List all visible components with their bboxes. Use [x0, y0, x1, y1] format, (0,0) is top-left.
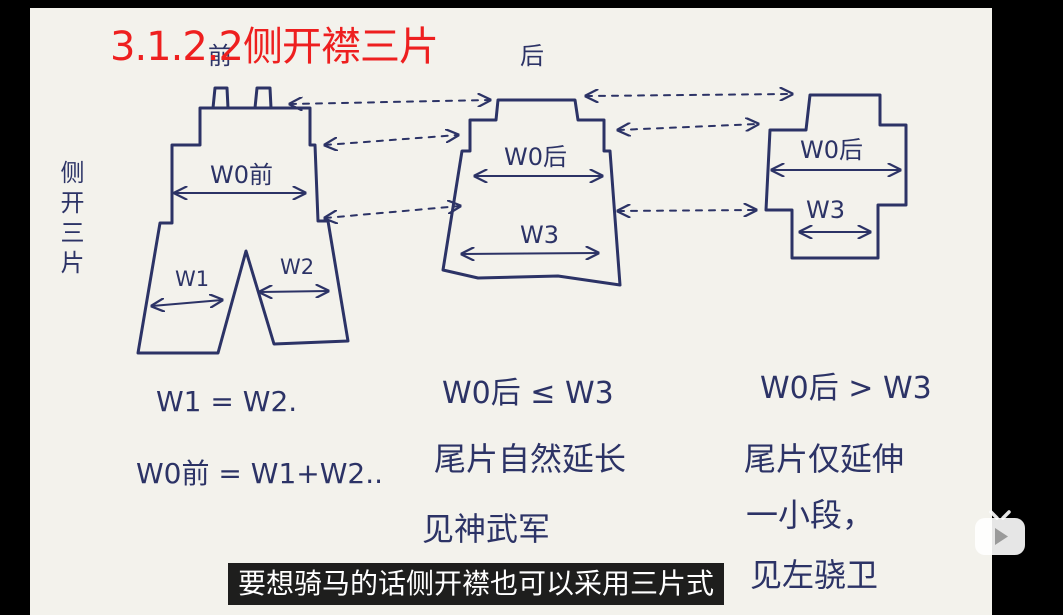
front-right-leg-label: W2 — [280, 255, 314, 279]
case-b-description-1: 尾片仅延伸 — [744, 440, 904, 478]
back-b-waist-label: W0后 — [800, 136, 863, 164]
case-a-rule: W0后 ≤ W3 — [442, 376, 614, 411]
case-a-description: 尾片自然延长 — [434, 440, 626, 478]
front-rule-2: W0前 = W1+W2.. — [136, 457, 383, 490]
video-frame[interactable]: 前 后 侧开三片 W0前 W1 W2 W0后 W3 W0后 W3 W1 = W2… — [30, 8, 992, 615]
hand-drawn-sketch: 前 后 侧开三片 W0前 W1 W2 W0后 W3 W0后 W3 W1 = W2… — [56, 42, 932, 594]
case-a-example: 见神武军 — [422, 510, 550, 548]
bilibili-tv-icon[interactable] — [972, 508, 1028, 558]
front-strap-right — [253, 86, 273, 110]
back-a-hem-label: W3 — [520, 221, 559, 249]
front-piece-outline — [136, 106, 350, 355]
back-view-label: 后 — [520, 42, 544, 70]
side-label: 侧开三片 — [56, 160, 84, 280]
case-b-example: 见左骁卫 — [750, 556, 878, 594]
back-piece-a-outline — [441, 98, 622, 287]
back-b-hem-label: W3 — [806, 196, 845, 224]
case-b-rule: W0后 > W3 — [760, 371, 932, 406]
video-title-overlay: 3.1.2.2侧开襟三片 — [110, 24, 439, 70]
subtitle-caption: 要想骑马的话侧开襟也可以采用三片式 — [228, 563, 725, 605]
front-left-leg-label: W1 — [175, 267, 209, 291]
front-view-label: 前 — [208, 42, 232, 70]
back-piece-b-outline — [764, 93, 908, 260]
back-a-waist-label: W0后 — [504, 143, 567, 171]
front-rule-1: W1 = W2. — [156, 385, 297, 418]
case-b-description-2: 一小段， — [746, 496, 874, 534]
front-strap-left — [211, 86, 230, 110]
bilibili-tv-glyph — [975, 510, 1025, 555]
front-waist-label: W0前 — [210, 161, 273, 189]
